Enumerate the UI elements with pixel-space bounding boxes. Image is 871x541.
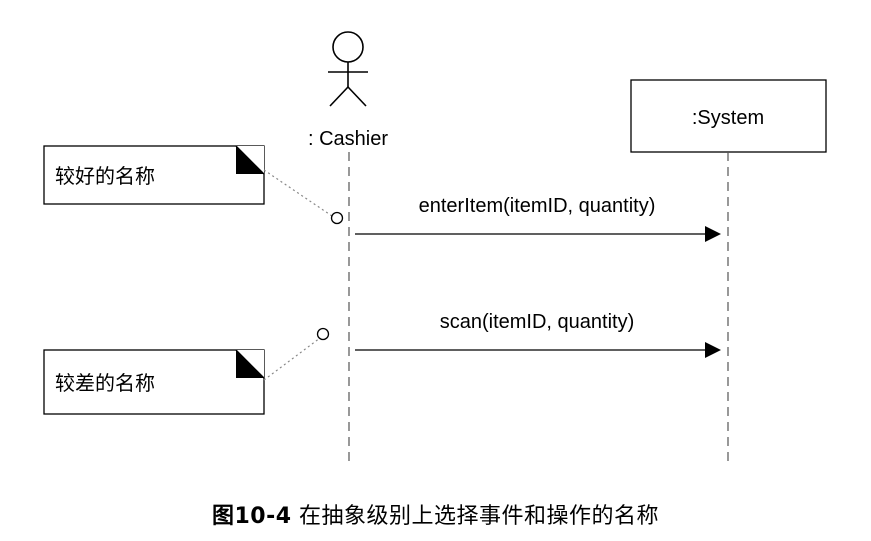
note-good-connector bbox=[263, 169, 333, 217]
note-bad-anchor bbox=[316, 327, 330, 341]
message-scan-label: scan(itemID, quantity) bbox=[440, 311, 635, 333]
note-bad-text: 较差的名称 bbox=[55, 372, 155, 395]
figure-number: 图10-4 bbox=[211, 504, 292, 529]
message-enteritem-label: enterItem(itemID, quantity) bbox=[419, 195, 656, 217]
note-bad-connector bbox=[263, 337, 321, 381]
note-good-anchor bbox=[330, 211, 344, 225]
system-object-box bbox=[630, 79, 827, 153]
message-scan-arrowhead bbox=[705, 342, 721, 358]
cashier-actor-figure bbox=[328, 31, 368, 107]
figure-caption-text: 在抽象级别上选择事件和操作的名称 bbox=[299, 504, 660, 529]
message-enteritem-arrowhead bbox=[705, 226, 721, 242]
system-object-label: :System bbox=[692, 107, 764, 129]
note-good-name: 较好的名称 bbox=[43, 145, 265, 205]
note-bad-name: 较差的名称 bbox=[43, 349, 265, 415]
cashier-actor-label: : Cashier bbox=[308, 128, 388, 150]
figure-caption: 图10-4 在抽象级别上选择事件和操作的名称 bbox=[0, 498, 871, 530]
note-good-text: 较好的名称 bbox=[55, 165, 155, 188]
